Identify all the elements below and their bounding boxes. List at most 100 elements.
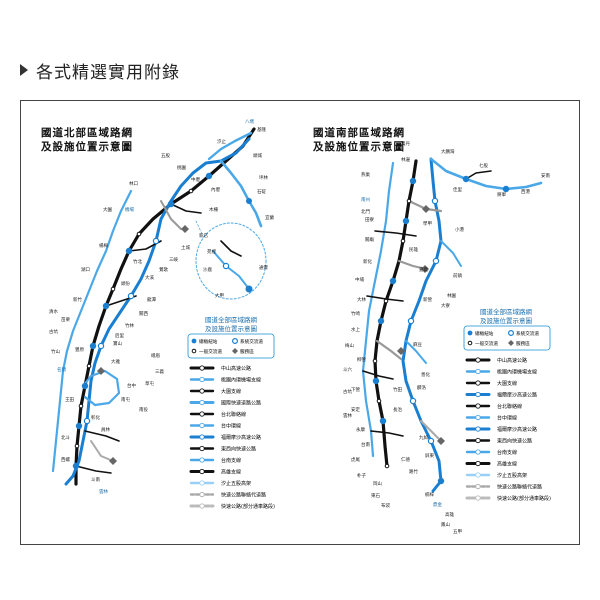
north-legend-item-label: 國際快速道路公路: [221, 399, 261, 406]
north-legend-item-label: 桃園內環機場支線: [221, 376, 261, 383]
north-place-label: 通霄: [259, 264, 268, 271]
north-place-label: 五股: [161, 153, 170, 159]
north-place-label: 雲林: [99, 488, 108, 495]
north-service-area-icon: [97, 367, 105, 375]
south-place-label: 安南: [541, 172, 550, 179]
north-legend-route-badge-icon: [199, 445, 205, 452]
triangle-bullet-icon: [20, 64, 28, 76]
north-grey-connector-1: [160, 200, 182, 230]
south-place-label: 關廟: [365, 236, 374, 243]
south-service-area-icon: [437, 437, 445, 445]
south-legend-item-label: 福爾摩沙高速公路: [497, 391, 537, 398]
south-place-label: 北門: [361, 208, 370, 215]
south-legend-system-label: 系統交流道: [516, 330, 539, 337]
north-place-label: 中壢: [191, 176, 200, 183]
south-legend-item-label: 台北聯絡線: [497, 403, 522, 410]
south-place-label: 朴子: [357, 472, 366, 479]
south-legend-route-badge-icon: [475, 472, 481, 478]
south-interchange-node: [372, 377, 380, 385]
south-place-label: 路竹: [409, 468, 418, 475]
north-place-label: 斗南: [91, 476, 100, 483]
north-place-label: 名間: [57, 366, 66, 373]
north-legend-title-2: 及設施位置示意圖: [205, 324, 257, 333]
south-place-label: 五甲: [453, 529, 462, 535]
north-normal-node: [78, 403, 84, 409]
south-interchange-node: [502, 185, 510, 193]
north-place-label: 八堵: [245, 118, 254, 125]
south-interchange-node: [379, 417, 387, 425]
north-system-node: [97, 342, 105, 350]
south-place-label: 鳳山: [441, 521, 450, 528]
north-legend-route-badge-icon: [199, 434, 205, 440]
north-legend-item-label: 東西向快速公路: [221, 445, 256, 452]
north-legend-system-label: 系統交流道: [240, 338, 263, 345]
north-place-label: 石碇: [257, 188, 266, 195]
north-place-label: 竹林: [125, 322, 134, 329]
north-place-label: 龍潭: [147, 296, 156, 303]
north-legend-route-badge-icon: [199, 376, 205, 383]
north-place-label: 新竹: [73, 296, 82, 303]
south-legend-item-label: 中山高速公路: [497, 357, 527, 364]
south-service-area-icon: [397, 347, 405, 355]
north-place-label: 南投: [139, 406, 148, 413]
north-legend-route-badge-icon: [199, 388, 205, 394]
south-legend-route-badge-icon: [475, 426, 481, 432]
south-place-label: 鼎金: [433, 501, 442, 508]
north-interchange-node: [75, 422, 83, 430]
south-system-node: [431, 197, 439, 205]
north-interchange-node: [246, 198, 252, 204]
north-place-label: 苗栗: [61, 317, 70, 323]
south-interchange-node: [462, 175, 470, 183]
north-legend-title-1: 國道全部區域路網: [205, 315, 258, 324]
north-title-line1: 國道北部區域路網: [41, 127, 133, 139]
south-place-label: 楠梓: [425, 491, 434, 498]
south-legend-route-badge-icon: [475, 483, 481, 490]
north-place-label: 大溪: [145, 274, 154, 281]
south-place-label: 南州: [361, 196, 370, 203]
south-place-label: 古坑: [343, 388, 352, 395]
south-map-title: 國道南部區域路網 及設施位置示意圖: [313, 126, 405, 154]
north-legend-item-label: 快速公路聯絡代道路: [221, 491, 266, 498]
south-place-label: 布袋: [381, 502, 390, 509]
north-legend-normal-label: 一般交流道: [199, 348, 222, 355]
north-place-labels: 基隆八堵汐止五股林口桃園機場大園內壢中壢楊梅湖口竹北新竹頭份苗栗后里豐原大雅台中…: [49, 118, 274, 495]
north-place-label: 林口: [129, 180, 138, 187]
south-legend-item-label: 快速公路(部分通車路段): [497, 495, 551, 502]
south-normal-node: [406, 198, 412, 204]
north-place-label: 機場: [125, 206, 134, 213]
north-taichung-ring-line: [81, 369, 121, 407]
south-interchange-node: [389, 277, 397, 285]
north-place-label: 鶯歌: [159, 266, 168, 273]
north-map-title: 國道北部區域路網 及設施位置示意圖: [41, 126, 133, 154]
south-legend-route-badge-icon: [475, 437, 481, 444]
south-legend-item-label: 台南支線: [497, 449, 517, 456]
north-interchange-node: [72, 462, 80, 470]
north-interchange-node: [125, 247, 133, 255]
north-place-label: 基隆: [257, 126, 266, 133]
south-place-label: 虎尾: [351, 456, 360, 463]
north-interchange-node: [102, 302, 110, 310]
north-west-expressway-line: [51, 189, 133, 473]
north-legend-route-badge-icon: [199, 491, 205, 498]
north-legend-interchange-icon: [191, 338, 197, 344]
north-place-label: 草屯: [145, 380, 154, 387]
north-inset-circle: [195, 222, 267, 300]
south-place-label: 東石: [371, 492, 380, 499]
south-legend-route-badge-icon: [475, 357, 481, 363]
south-legend: 國道全部區域路網 及設施位置示意圖 總樞紐站 系統交流道 一般交流道 服務區 中…: [463, 307, 551, 502]
freeway-network-map: 基隆八堵汐止五股林口桃園機場大園內壢中壢楊梅湖口竹北新竹頭份苗栗后里豐原大雅台中…: [49, 118, 551, 535]
south-place-label: 新化: [363, 258, 372, 265]
north-interchange-node: [205, 172, 213, 180]
south-legend-service-icon: [508, 340, 514, 346]
north-normal-node: [86, 363, 92, 369]
north-place-label: 大園: [103, 206, 112, 213]
north-interchange-node: [89, 342, 97, 350]
south-place-label: 水上: [351, 326, 360, 333]
south-system-node: [409, 397, 417, 405]
north-legend-system-icon: [232, 338, 239, 345]
north-place-label: 三峽: [169, 256, 178, 263]
north-place-label: 汐止: [217, 138, 226, 145]
north-place-label: 頭份: [121, 280, 130, 287]
north-place-label: 新店: [199, 232, 208, 239]
north-legend-service-label: 服務區: [240, 348, 254, 355]
